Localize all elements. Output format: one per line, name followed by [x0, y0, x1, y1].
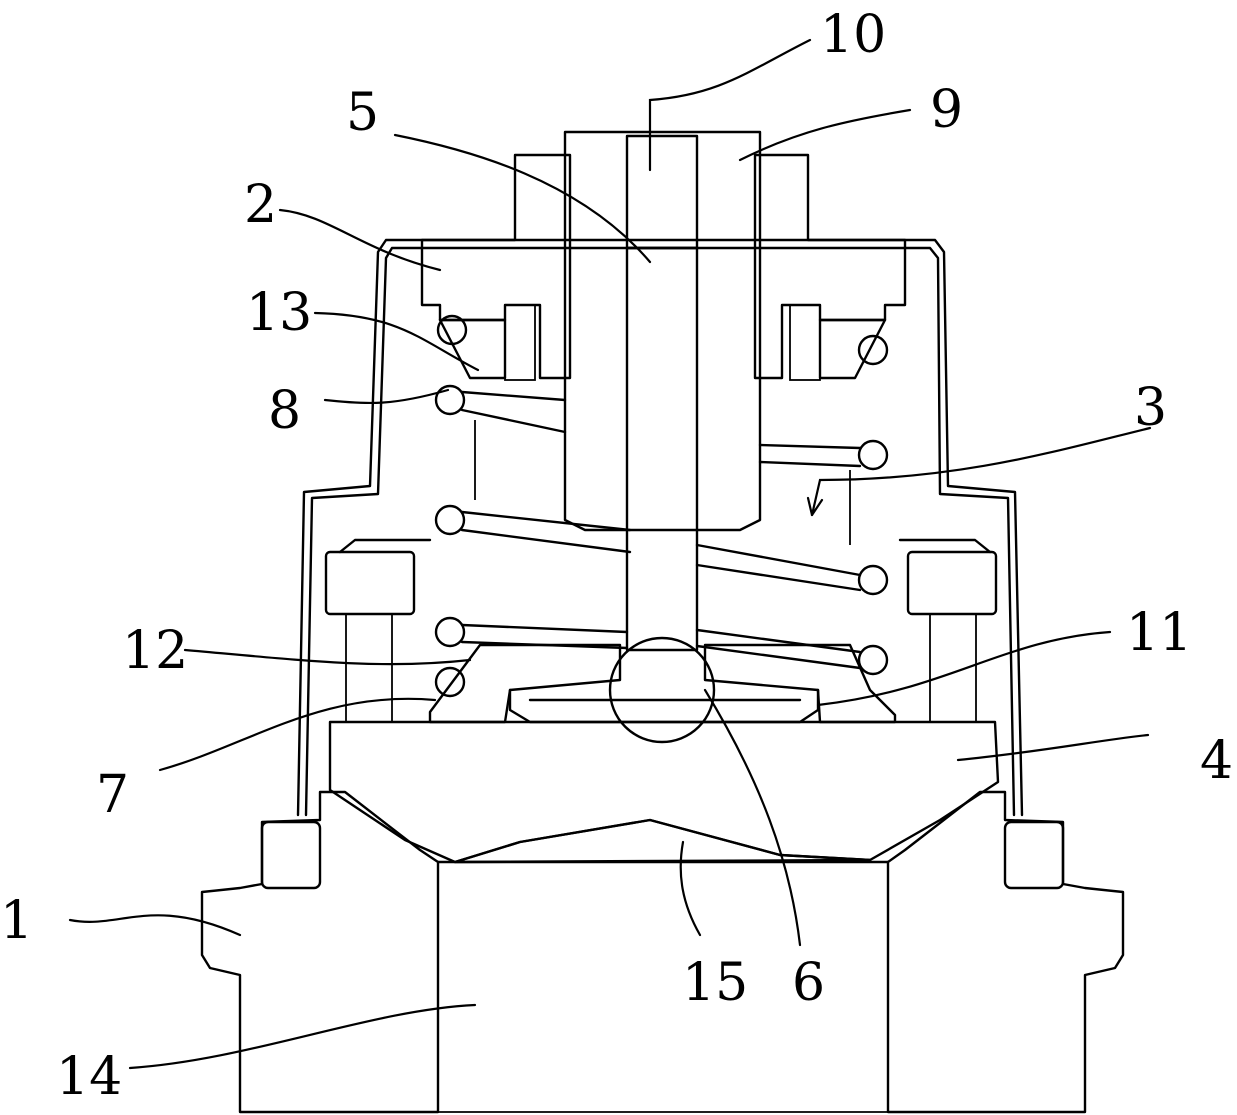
label-11: 11 [1126, 603, 1192, 663]
label-9: 9 [930, 80, 963, 140]
upper-cap-part [420, 153, 907, 380]
label-1: 1 [0, 891, 33, 951]
label-5: 5 [346, 83, 379, 143]
upper-seal-rings [438, 304, 887, 381]
label-12: 12 [122, 621, 188, 681]
label-2: 2 [244, 175, 277, 235]
label-13: 13 [246, 283, 312, 343]
guide-posts [345, 420, 977, 722]
label-4: 4 [1200, 731, 1233, 791]
label-10: 10 [820, 5, 886, 65]
label-15: 15 [682, 953, 748, 1013]
central-sleeve-part [563, 130, 762, 532]
label-14: 14 [56, 1047, 122, 1107]
base-seal-rings [260, 820, 1065, 890]
leader-lines [68, 38, 1152, 1070]
middle-ring-blocks [324, 538, 998, 616]
label-6: 6 [792, 953, 825, 1013]
spindle-part [608, 134, 716, 744]
label-8: 8 [268, 381, 301, 441]
base-fitting-part [200, 790, 1125, 1114]
chamber-gap [453, 818, 872, 864]
diaphragm-plate [428, 643, 897, 724]
label-3: 3 [1134, 378, 1167, 438]
outer-shell [296, 238, 1024, 817]
label-7: 7 [96, 765, 129, 825]
